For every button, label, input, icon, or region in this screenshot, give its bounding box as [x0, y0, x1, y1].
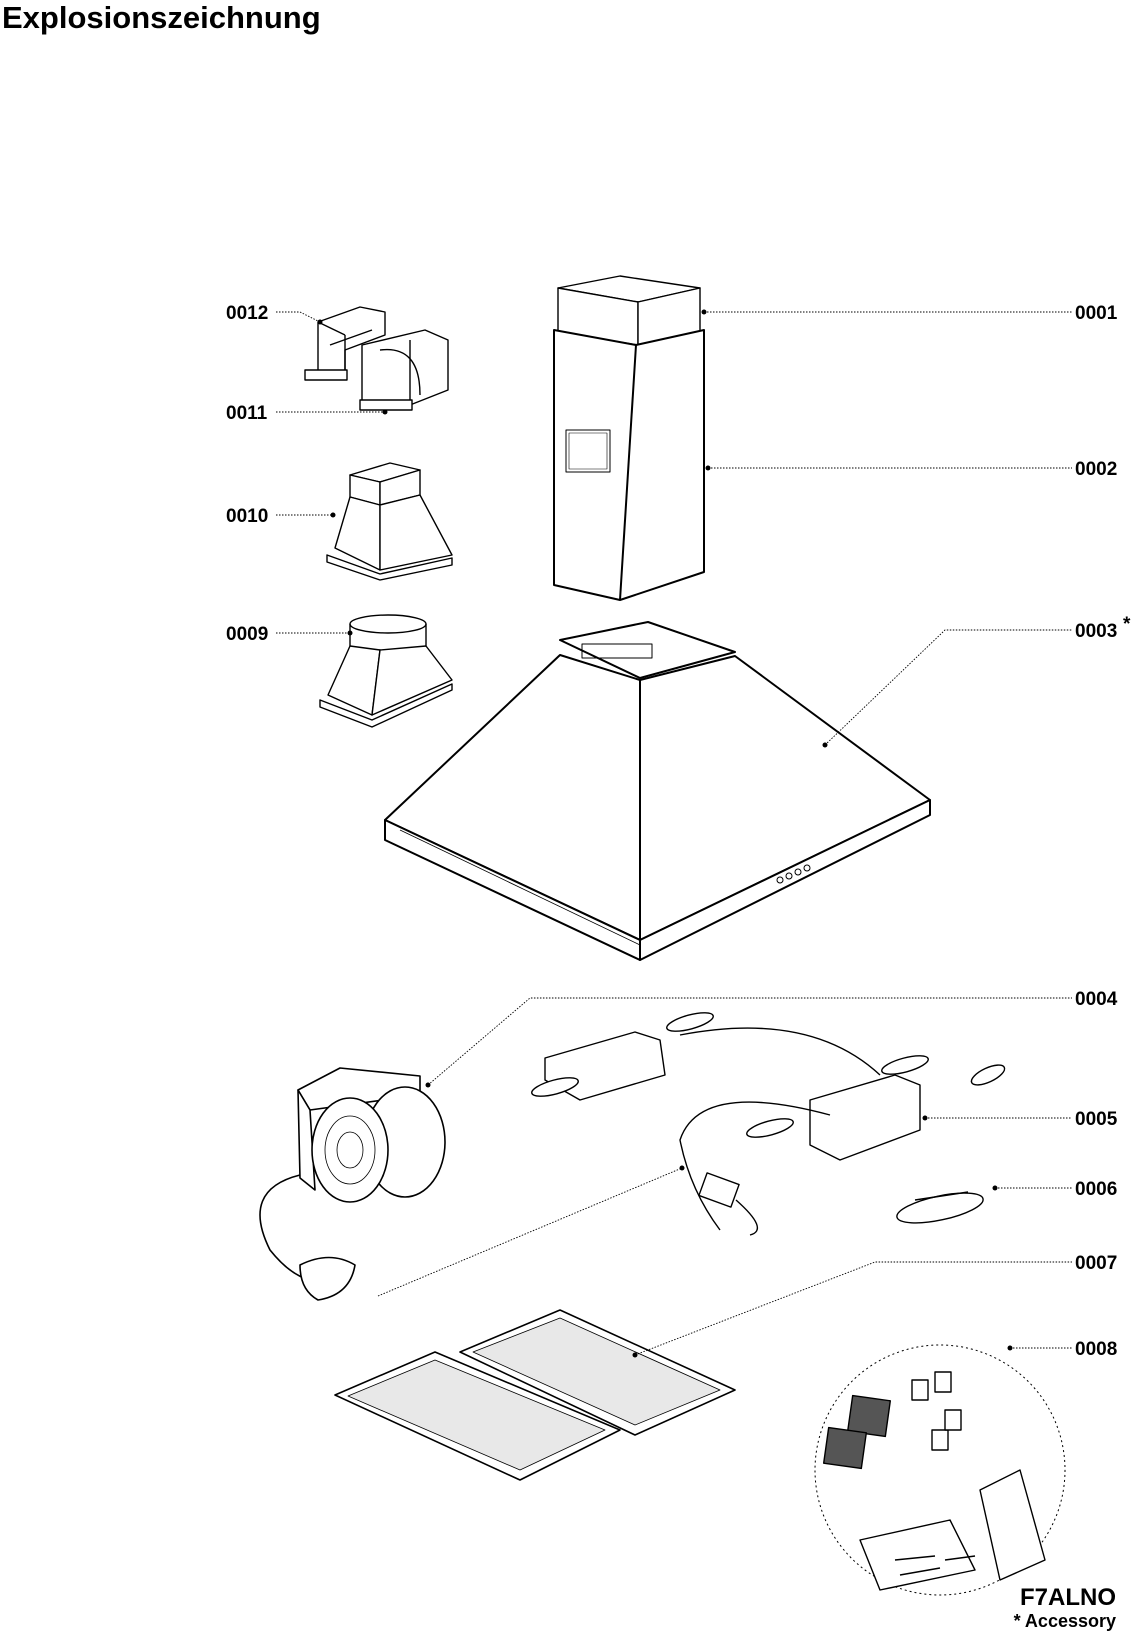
label-0007: 0007 — [1075, 1253, 1117, 1274]
label-0006: 0006 — [1075, 1179, 1117, 1200]
part-0004-motor — [259, 1067, 446, 1301]
leader-lines — [276, 311, 1072, 1356]
part-0003-hood-body — [384, 621, 931, 961]
part-0002-outer-chimney — [553, 329, 705, 601]
label-0005: 0005 — [1075, 1109, 1118, 1130]
label-0001: 0001 — [1075, 303, 1118, 324]
part-0006-lamp-cover — [896, 1191, 984, 1224]
part-0007-grease-filters — [334, 1309, 736, 1481]
page-title: Explosionszeichnung — [2, 0, 321, 35]
part-0012-duct-bend — [304, 306, 386, 381]
part-0005-light-unit — [531, 1012, 1006, 1236]
part-0008-accessory-kit — [814, 1344, 1066, 1596]
label-0008: 0008 — [1075, 1339, 1117, 1360]
label-0003: 0003 — [1075, 621, 1117, 642]
accessory-marker: * — [1123, 614, 1131, 635]
part-0009-round-adapter — [319, 614, 453, 728]
accessory-note: * Accessory — [1013, 1611, 1116, 1631]
part-0001-inner-chimney — [557, 275, 701, 346]
label-0010: 0010 — [226, 506, 268, 527]
part-0011-duct-bend — [359, 329, 449, 411]
leader-dots — [317, 309, 1013, 1358]
label-0004: 0004 — [1075, 989, 1118, 1010]
label-0009: 0009 — [226, 624, 268, 645]
label-0011: 0011 — [226, 403, 268, 424]
label-0002: 0002 — [1075, 459, 1117, 480]
part-0010-rectangular-adapter — [326, 462, 453, 581]
model-code: F7ALNO — [1020, 1584, 1116, 1611]
label-0012: 0012 — [226, 303, 268, 324]
